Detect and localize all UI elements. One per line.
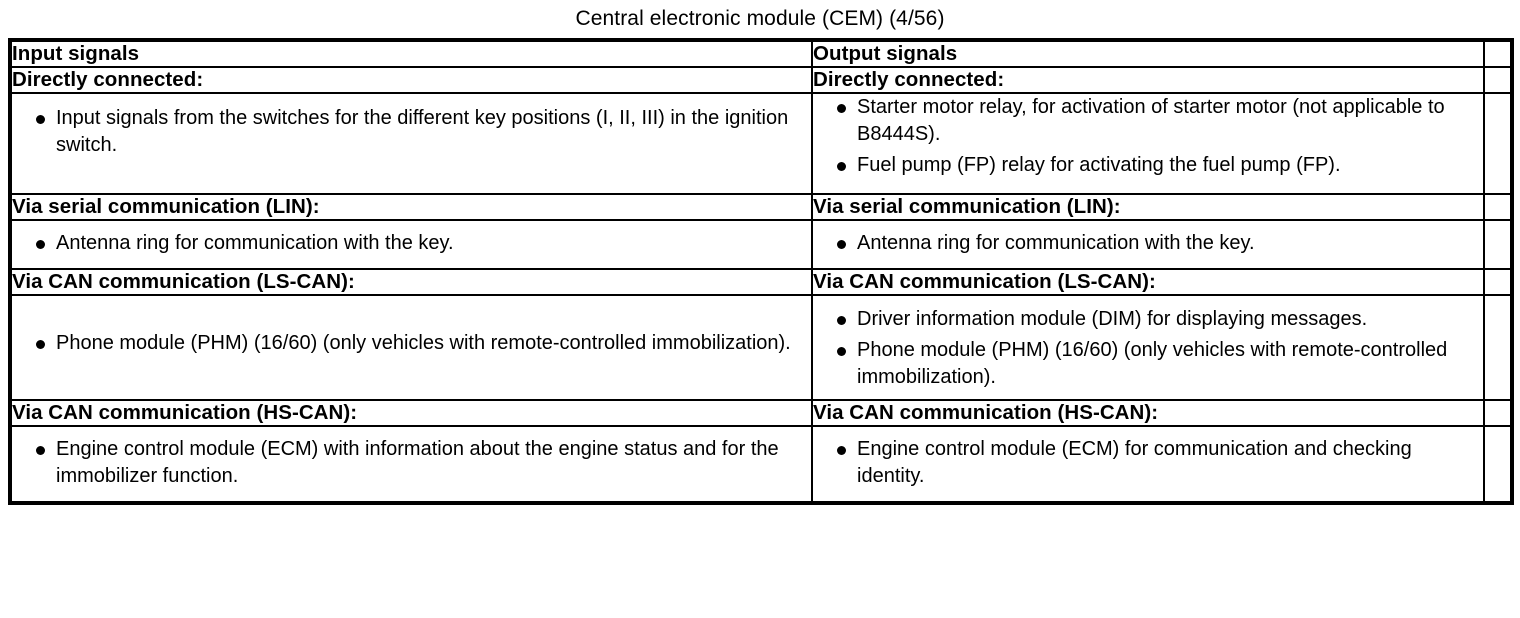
- bullet-icon: [36, 240, 45, 249]
- list-item-text: Engine control module (ECM) for communic…: [857, 438, 1412, 487]
- section-heading-right-directly-connected: Directly connected:: [811, 66, 1485, 94]
- bullet-list-output-serial-lin: Antenna ring for communication with the …: [813, 230, 1483, 257]
- list-item: Engine control module (ECM) with informa…: [12, 436, 811, 490]
- section-heading-row-serial-lin: Via serial communication (LIN): Via seri…: [9, 193, 1513, 221]
- bullet-list-output-can-ls: Driver information module (DIM) for disp…: [813, 306, 1483, 391]
- content-extra-cell-can-ls: [1483, 294, 1513, 401]
- cell-output-can-hs: Engine control module (ECM) for communic…: [811, 425, 1485, 504]
- section-heading-row-can-hs: Via CAN communication (HS-CAN): Via CAN …: [9, 399, 1513, 427]
- content-extra-cell-can-hs: [1483, 425, 1513, 504]
- list-item: Phone module (PHM) (16/60) (only vehicle…: [813, 337, 1483, 391]
- bullet-icon: [36, 340, 45, 349]
- content-extra-cell-directly-connected: [1483, 92, 1513, 195]
- column-header-output-signals: Output signals: [811, 39, 1485, 68]
- section-heading-left-can-hs: Via CAN communication (HS-CAN):: [9, 399, 813, 427]
- bullet-list-input-can-hs: Engine control module (ECM) with informa…: [12, 436, 811, 490]
- list-item-text: Driver information module (DIM) for disp…: [857, 308, 1368, 330]
- section-heading-left-directly-connected: Directly connected:: [9, 66, 813, 94]
- bullet-icon: [837, 162, 846, 171]
- section-extra-cell-serial-lin: [1483, 193, 1513, 221]
- list-item-text: Fuel pump (FP) relay for activating the …: [857, 154, 1341, 176]
- cell-output-can-ls: Driver information module (DIM) for disp…: [811, 294, 1485, 401]
- section-extra-cell-can-hs: [1483, 399, 1513, 427]
- section-extra-cell-directly-connected: [1483, 66, 1513, 94]
- list-item-text: Input signals from the switches for the …: [56, 107, 789, 156]
- section-content-row-directly-connected: Input signals from the switches for the …: [9, 92, 1513, 195]
- column-header-extra: [1483, 39, 1513, 68]
- table-header-row: Input signals Output signals: [9, 39, 1513, 68]
- section-content-row-can-ls: Phone module (PHM) (16/60) (only vehicle…: [9, 294, 1513, 401]
- content-extra-cell-serial-lin: [1483, 219, 1513, 270]
- section-heading-right-can-hs: Via CAN communication (HS-CAN):: [811, 399, 1485, 427]
- list-item: Input signals from the switches for the …: [12, 105, 811, 159]
- signals-table-container: Input signals Output signals Directly co…: [8, 38, 1514, 505]
- cell-input-can-ls: Phone module (PHM) (16/60) (only vehicle…: [9, 294, 813, 401]
- section-content-row-serial-lin: Antenna ring for communication with the …: [9, 219, 1513, 270]
- bullet-icon: [837, 316, 846, 325]
- list-item-text: Antenna ring for communication with the …: [857, 232, 1255, 254]
- section-extra-cell-can-ls: [1483, 268, 1513, 296]
- list-item-text: Engine control module (ECM) with informa…: [56, 438, 779, 487]
- section-content-row-can-hs: Engine control module (ECM) with informa…: [9, 425, 1513, 504]
- list-item: Driver information module (DIM) for disp…: [813, 306, 1483, 333]
- bullet-icon: [36, 446, 45, 455]
- bullet-list-output-can-hs: Engine control module (ECM) for communic…: [813, 436, 1483, 490]
- list-item-text: Phone module (PHM) (16/60) (only vehicle…: [56, 332, 791, 354]
- cell-output-directly-connected: Starter motor relay, for activation of s…: [811, 92, 1485, 195]
- list-item-text: Antenna ring for communication with the …: [56, 232, 454, 254]
- section-heading-row-can-ls: Via CAN communication (LS-CAN): Via CAN …: [9, 268, 1513, 296]
- section-heading-left-can-ls: Via CAN communication (LS-CAN):: [9, 268, 813, 296]
- cell-input-can-hs: Engine control module (ECM) with informa…: [9, 425, 813, 504]
- list-item: Phone module (PHM) (16/60) (only vehicle…: [12, 330, 811, 357]
- list-item: Fuel pump (FP) relay for activating the …: [813, 152, 1483, 179]
- list-item: Starter motor relay, for activation of s…: [813, 94, 1483, 148]
- column-header-input-signals: Input signals: [9, 39, 813, 68]
- page-title: Central electronic module (CEM) (4/56): [575, 7, 945, 30]
- section-heading-right-serial-lin: Via serial communication (LIN):: [811, 193, 1485, 221]
- bullet-icon: [837, 347, 846, 356]
- list-item-text: Phone module (PHM) (16/60) (only vehicle…: [857, 339, 1448, 388]
- section-heading-row-directly-connected: Directly connected: Directly connected:: [9, 66, 1513, 94]
- list-item: Antenna ring for communication with the …: [12, 230, 811, 257]
- section-heading-left-serial-lin: Via serial communication (LIN):: [9, 193, 813, 221]
- list-item-text: Starter motor relay, for activation of s…: [857, 96, 1445, 145]
- section-heading-right-can-ls: Via CAN communication (LS-CAN):: [811, 268, 1485, 296]
- cell-output-serial-lin: Antenna ring for communication with the …: [811, 219, 1485, 270]
- cell-input-directly-connected: Input signals from the switches for the …: [9, 92, 813, 195]
- list-item: Antenna ring for communication with the …: [813, 230, 1483, 257]
- signals-table: Input signals Output signals Directly co…: [8, 38, 1514, 505]
- bullet-icon: [837, 240, 846, 249]
- bullet-icon: [837, 446, 846, 455]
- bullet-list-input-can-ls: Phone module (PHM) (16/60) (only vehicle…: [12, 330, 811, 357]
- bullet-list-input-directly-connected: Input signals from the switches for the …: [12, 105, 811, 159]
- bullet-list-output-directly-connected: Starter motor relay, for activation of s…: [813, 94, 1483, 179]
- bullet-list-input-serial-lin: Antenna ring for communication with the …: [12, 230, 811, 257]
- cell-input-serial-lin: Antenna ring for communication with the …: [9, 219, 813, 270]
- list-item: Engine control module (ECM) for communic…: [813, 436, 1483, 490]
- bullet-icon: [36, 115, 45, 124]
- bullet-icon: [837, 104, 846, 113]
